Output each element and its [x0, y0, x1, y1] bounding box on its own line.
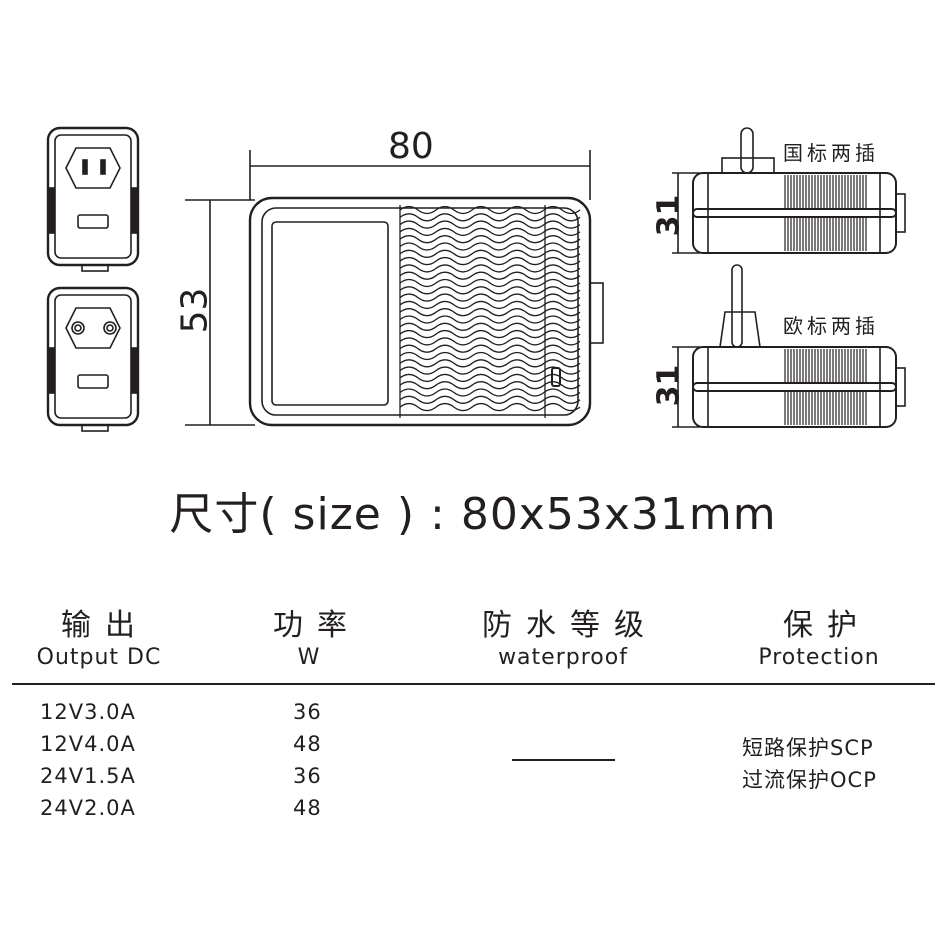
- wave-fin: [399, 293, 581, 302]
- wave-fin: [399, 395, 581, 404]
- wave-fin: [399, 344, 581, 353]
- header-waterproof-en: waterproof: [498, 645, 628, 670]
- wave-fin: [399, 249, 581, 258]
- cn-side-view: [672, 127, 906, 254]
- wave-fin: [399, 373, 581, 383]
- wave-fin: [399, 359, 581, 368]
- header-power-cn: 功率: [273, 608, 361, 643]
- height-dimension: [185, 199, 255, 426]
- row-power: 48: [293, 796, 322, 820]
- row-output: 12V3.0A: [40, 700, 136, 724]
- width-dimension: [249, 150, 591, 200]
- header-protection-cn: 保护: [783, 608, 871, 643]
- cn-plug-face-view: [46, 126, 140, 272]
- wave-fin: [399, 278, 581, 288]
- wave-fin: [399, 315, 581, 324]
- wave-fin: [399, 256, 581, 266]
- logo-badge: [77, 214, 109, 229]
- cooling-fins: [784, 175, 867, 251]
- eu-plug-base: [719, 311, 761, 348]
- row-power: 36: [293, 700, 322, 724]
- wave-fin: [399, 220, 581, 229]
- pin-hole: [103, 321, 117, 335]
- waterproof-none-dash: [512, 759, 615, 761]
- wave-fin: [399, 205, 581, 215]
- header-divider: [12, 683, 935, 685]
- row-power: 48: [293, 732, 322, 756]
- row-output: 24V2.0A: [40, 796, 136, 820]
- wave-fin: [399, 388, 581, 397]
- row-output: 12V4.0A: [40, 732, 136, 756]
- eu-side-view: [672, 264, 906, 428]
- wave-fin: [399, 322, 581, 331]
- cn-plug-base: [721, 157, 775, 174]
- wave-fin: [399, 271, 581, 280]
- header-power-en: W: [297, 645, 321, 670]
- adapter-front-view: [248, 196, 604, 427]
- cn-plug-label: 国标两插: [783, 141, 879, 165]
- wave-fin: [399, 264, 581, 273]
- header-protection-en: Protection: [758, 645, 880, 670]
- pin-hole: [71, 321, 85, 335]
- header-waterproof-cn: 防水等级: [482, 608, 658, 643]
- pin-slot: [100, 159, 106, 175]
- socket-outline: [65, 307, 121, 349]
- wave-fin: [399, 242, 581, 251]
- height-label: 53: [174, 287, 216, 334]
- size-title: 尺寸( size ) : 80x53x31mm: [169, 489, 777, 540]
- wave-fin: [399, 351, 581, 361]
- wave-fin: [399, 213, 581, 222]
- protection-scp: 短路保护SCP: [742, 736, 874, 760]
- wave-fin: [399, 308, 581, 317]
- eu-plug-pin: [731, 264, 743, 348]
- cn-plug-pin: [740, 127, 754, 174]
- wave-fin: [399, 381, 581, 390]
- socket-outline: [65, 147, 121, 189]
- pin-slot: [82, 159, 88, 175]
- wave-fin: [399, 402, 581, 412]
- wave-fin: [399, 235, 581, 244]
- depth-label-cn: 31: [651, 194, 687, 237]
- wave-fin: [399, 366, 581, 375]
- wave-fin: [399, 300, 581, 310]
- wave-fin: [399, 329, 581, 339]
- width-label: 80: [388, 126, 434, 167]
- header-output-en: Output DC: [36, 645, 162, 670]
- protection-ocp: 过流保护OCP: [742, 768, 877, 792]
- row-output: 24V1.5A: [40, 764, 136, 788]
- wave-fin: [399, 227, 581, 237]
- row-power: 36: [293, 764, 322, 788]
- cooling-fins: [784, 349, 867, 425]
- wave-fin: [399, 286, 581, 295]
- header-output-cn: 输出: [61, 608, 149, 643]
- logo-badge: [77, 374, 109, 389]
- depth-label-eu: 31: [651, 364, 687, 407]
- eu-plug-label: 欧标两插: [783, 314, 879, 338]
- wave-fin: [399, 337, 581, 346]
- eu-plug-face-view: [46, 286, 140, 432]
